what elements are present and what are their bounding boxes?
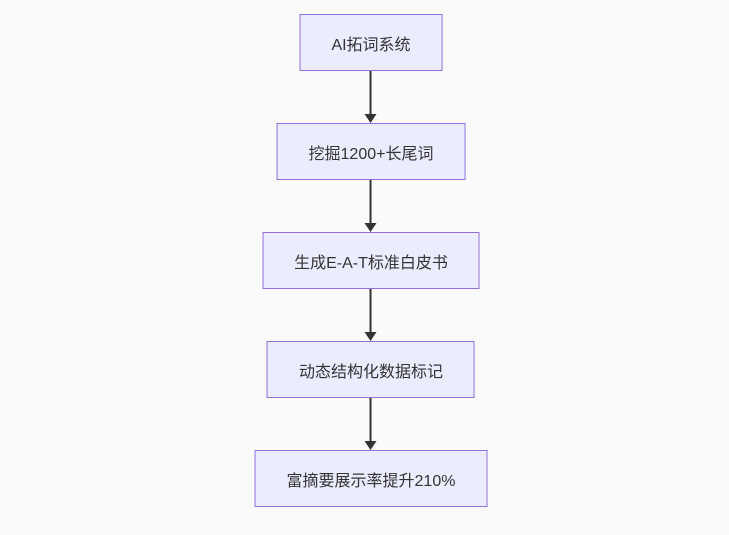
node-label: 生成E-A-T标准白皮书	[294, 254, 448, 272]
node-label: 富摘要展示率提升210%	[286, 472, 456, 490]
arrow-head-down-icon	[365, 441, 377, 450]
flow-arrow-3	[365, 289, 377, 341]
arrow-head-down-icon	[365, 332, 377, 341]
flow-arrow-2	[365, 180, 377, 232]
arrow-line	[370, 180, 372, 223]
flow-arrow-4	[365, 398, 377, 450]
node-label: AI拓词系统	[331, 36, 411, 54]
flowchart-node-longtail-keywords: 挖掘1200+长尾词	[276, 123, 466, 180]
arrow-head-down-icon	[365, 114, 377, 123]
flowchart-column: AI拓词系统 挖掘1200+长尾词 生成E-A-T标准白皮书 动态结构化数据标记	[254, 14, 488, 507]
arrow-line	[370, 289, 372, 332]
node-label: 挖掘1200+长尾词	[308, 145, 434, 163]
node-label: 动态结构化数据标记	[298, 363, 443, 381]
flow-arrow-1	[365, 71, 377, 123]
arrow-head-down-icon	[365, 223, 377, 232]
flowchart-node-eat-whitepaper: 生成E-A-T标准白皮书	[262, 232, 480, 289]
arrow-line	[370, 71, 372, 114]
arrow-line	[370, 398, 372, 441]
flowchart-node-rich-snippet-rate: 富摘要展示率提升210%	[254, 450, 488, 507]
flowchart-node-ai-expansion-system: AI拓词系统	[299, 14, 443, 71]
flowchart-node-structured-data-markup: 动态结构化数据标记	[266, 341, 475, 398]
